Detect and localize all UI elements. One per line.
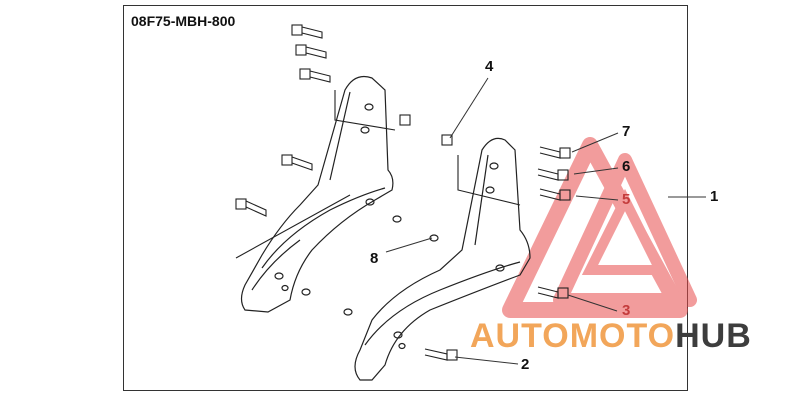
watermark-part-hub: HUB	[675, 317, 752, 355]
callout-4: 4	[485, 58, 494, 75]
callout-5: 5	[622, 191, 631, 208]
part-number-label: 08F75-MBH-800	[131, 13, 236, 29]
callout-3: 3	[622, 302, 631, 319]
leader-lines	[385, 77, 706, 365]
callout-2: 2	[521, 356, 530, 373]
bolt-set-right	[424, 134, 571, 361]
bolt-set-left	[235, 24, 411, 259]
watermark-part-auto: AUTO	[470, 317, 570, 355]
diagram-frame	[123, 5, 688, 391]
right-backrest-bracket	[343, 137, 531, 381]
watermark-logo-icon	[502, 137, 697, 318]
callout-8: 8	[370, 250, 379, 267]
callout-6: 6	[622, 158, 631, 175]
left-backrest-bracket	[240, 75, 402, 313]
watermark-part-moto: MOTO	[569, 317, 676, 355]
callout-7: 7	[622, 123, 631, 140]
callout-1: 1	[710, 188, 719, 205]
watermark-brand: AUTOMOTOHUB	[470, 317, 752, 356]
